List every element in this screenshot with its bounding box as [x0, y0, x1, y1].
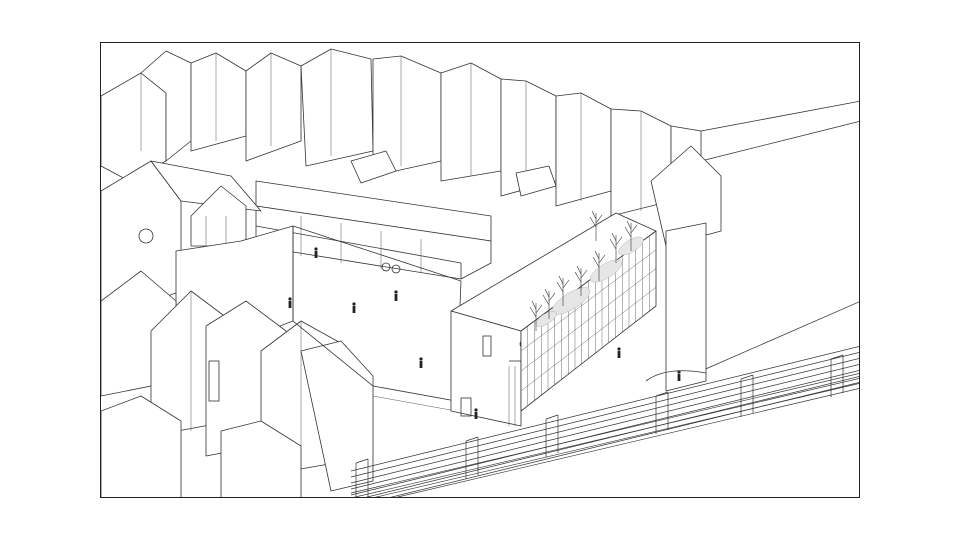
roof-tree	[609, 232, 623, 263]
catenary-pole	[355, 458, 369, 497]
roof-tree	[624, 220, 638, 251]
overhead-wire	[396, 388, 859, 497]
person-figure	[288, 297, 292, 308]
facade-transom	[520, 268, 657, 372]
catenary-pole	[545, 414, 559, 457]
rail-line	[350, 352, 859, 478]
rail-line	[350, 364, 859, 490]
roof-tree	[592, 250, 606, 281]
catenary-pole	[655, 391, 669, 434]
left-lower-houses	[101, 270, 374, 497]
rail-line	[390, 382, 859, 497]
drawing-frame	[100, 42, 860, 498]
background-houses	[101, 48, 720, 217]
overhead-wire	[374, 383, 859, 497]
people	[288, 247, 681, 419]
roof-tree	[574, 265, 588, 296]
person-figure	[352, 302, 356, 313]
catenary-pole	[740, 374, 754, 417]
roof-tree	[556, 275, 570, 306]
person-figure	[394, 290, 398, 301]
person-figure	[314, 247, 318, 258]
rail-line	[350, 370, 859, 496]
overhead-wire	[353, 378, 859, 497]
roof-tree	[542, 288, 556, 319]
rail-line	[350, 346, 859, 472]
right-large-building	[645, 100, 859, 392]
catenary-pole	[830, 354, 844, 397]
person-figure	[419, 357, 423, 368]
roof-tree	[589, 210, 603, 241]
person-figure	[474, 408, 478, 419]
axonometric-drawing	[101, 48, 859, 497]
facade-transom	[520, 287, 657, 392]
person-figure	[677, 370, 681, 381]
facade-transom	[520, 249, 657, 352]
rail-line	[365, 376, 859, 497]
person-figure	[617, 347, 621, 358]
courtyard-plaza	[292, 225, 462, 412]
catenary-pole	[465, 436, 479, 479]
rooftop-garden	[529, 210, 644, 331]
overhead-wire	[350, 373, 859, 494]
roof-tree	[529, 300, 543, 331]
left-chapel	[101, 160, 294, 342]
rail-line	[350, 358, 859, 484]
railway-tracks	[350, 346, 859, 497]
